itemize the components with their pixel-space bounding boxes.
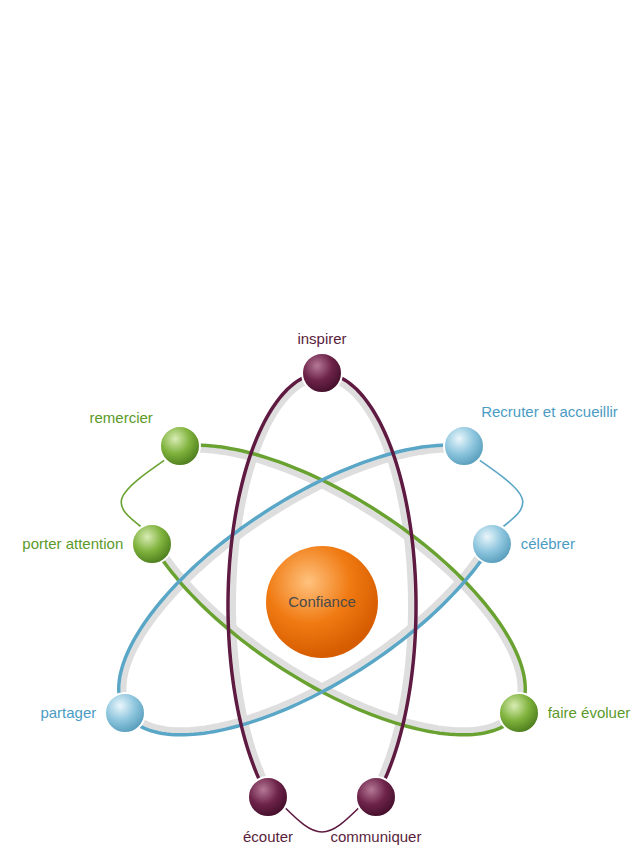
sphere-label: Recruter et accueillir xyxy=(481,403,618,421)
sphere-disc xyxy=(160,426,200,466)
sphere-disc xyxy=(356,777,396,817)
orbit-sphere: partager xyxy=(104,692,146,734)
orbit-link xyxy=(121,460,164,526)
sphere-shape xyxy=(471,523,513,565)
orbit-sphere: remercier xyxy=(159,425,201,467)
green-orbit-shadow xyxy=(157,450,520,731)
orbit-link xyxy=(480,460,523,526)
sphere-label: faire évoluer xyxy=(548,704,631,722)
core-label: Confiance xyxy=(288,593,356,611)
core-circle: Confiance xyxy=(265,545,379,659)
sphere-disc xyxy=(302,353,342,393)
sphere-shape xyxy=(131,523,173,565)
sphere-disc xyxy=(444,426,484,466)
sphere-shape xyxy=(498,692,540,734)
purple-orbit xyxy=(228,373,416,797)
orbit-sphere: Recruter et accueillir xyxy=(443,425,485,467)
sphere-shape xyxy=(301,352,343,394)
sphere-shape xyxy=(247,776,289,818)
sphere-label: remercier xyxy=(90,409,153,427)
orbit-sphere: faire évoluer xyxy=(498,692,540,734)
sphere-disc xyxy=(132,524,172,564)
purple-orbit-shadow xyxy=(233,378,411,793)
sphere-shape xyxy=(159,425,201,467)
sphere-label: partager xyxy=(40,704,96,722)
sphere-disc xyxy=(248,777,288,817)
sphere-disc xyxy=(499,693,539,733)
sphere-shape xyxy=(104,692,146,734)
sphere-shape xyxy=(443,425,485,467)
orbit-sphere: célébrer xyxy=(471,523,513,565)
blue-orbit xyxy=(119,445,492,735)
orbit-sphere: porter attention xyxy=(131,523,173,565)
sphere-label: communiquer xyxy=(331,828,422,846)
sphere-disc xyxy=(472,524,512,564)
green-orbit xyxy=(152,445,525,735)
orbit-sphere: inspirer xyxy=(301,352,343,394)
sphere-shape xyxy=(355,776,397,818)
sphere-label: célébrer xyxy=(521,535,575,553)
sphere-label: porter attention xyxy=(22,535,123,553)
sphere-disc xyxy=(105,693,145,733)
blue-orbit-shadow xyxy=(124,450,487,731)
sphere-disc xyxy=(266,546,378,658)
sphere-label: inspirer xyxy=(297,330,346,348)
orbit-sphere: communiquer xyxy=(355,776,397,818)
orbit-sphere: écouter xyxy=(247,776,289,818)
sphere-label: écouter xyxy=(243,828,293,846)
